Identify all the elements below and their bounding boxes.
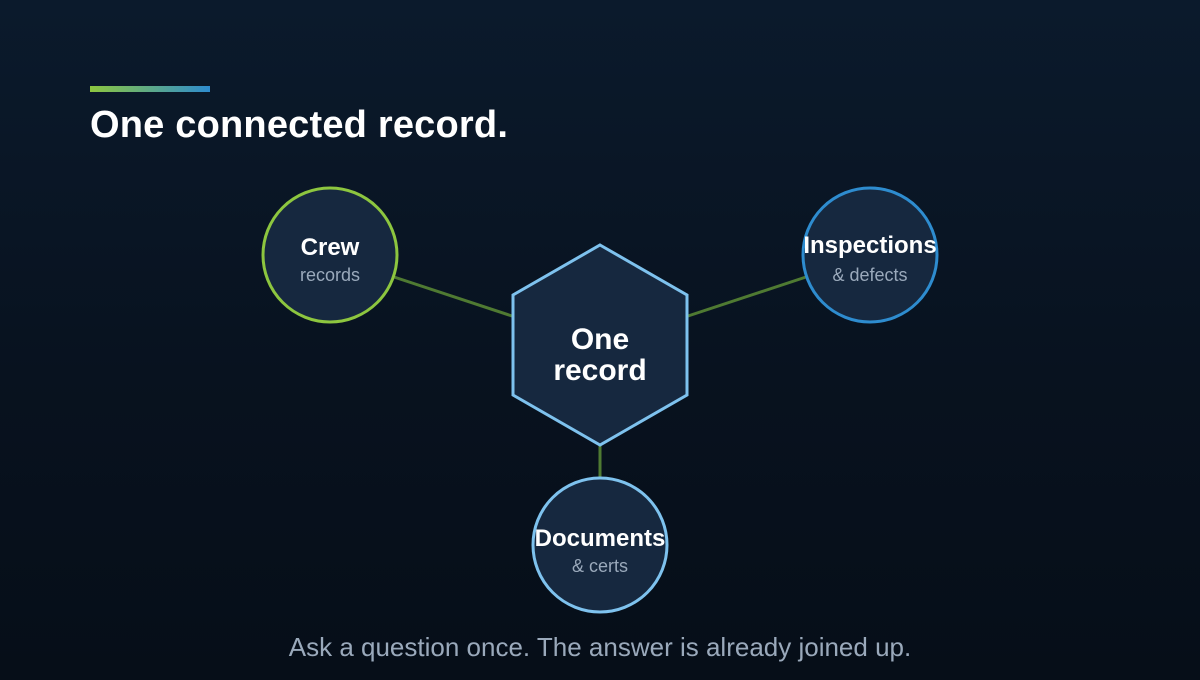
documents-node: Documents & certs xyxy=(531,476,669,614)
title-accent-bar xyxy=(90,86,210,92)
crew-node-title: Crew xyxy=(301,234,360,261)
inspections-node-title: Inspections xyxy=(803,232,936,259)
footer-caption: Ask a question once. The answer is alrea… xyxy=(288,632,912,662)
documents-circle xyxy=(531,476,669,614)
connector-inspections xyxy=(687,275,807,318)
crew-circle xyxy=(261,186,399,324)
center-hexagon xyxy=(511,243,689,447)
center-node: One record xyxy=(511,243,689,447)
inspections-node-subtitle: & defects xyxy=(832,265,907,285)
center-label-line1: One xyxy=(571,323,629,356)
inspections-circle xyxy=(801,186,939,324)
center-label-line2: record xyxy=(553,354,646,387)
crew-node-subtitle: records xyxy=(300,265,360,285)
documents-node-subtitle: & certs xyxy=(572,556,628,576)
documents-node-title: Documents xyxy=(535,525,666,552)
inspections-node: Inspections & defects xyxy=(801,186,939,324)
slide-title: One connected record. xyxy=(90,104,509,146)
connector-crew xyxy=(393,275,513,318)
crew-node: Crew records xyxy=(261,186,399,324)
